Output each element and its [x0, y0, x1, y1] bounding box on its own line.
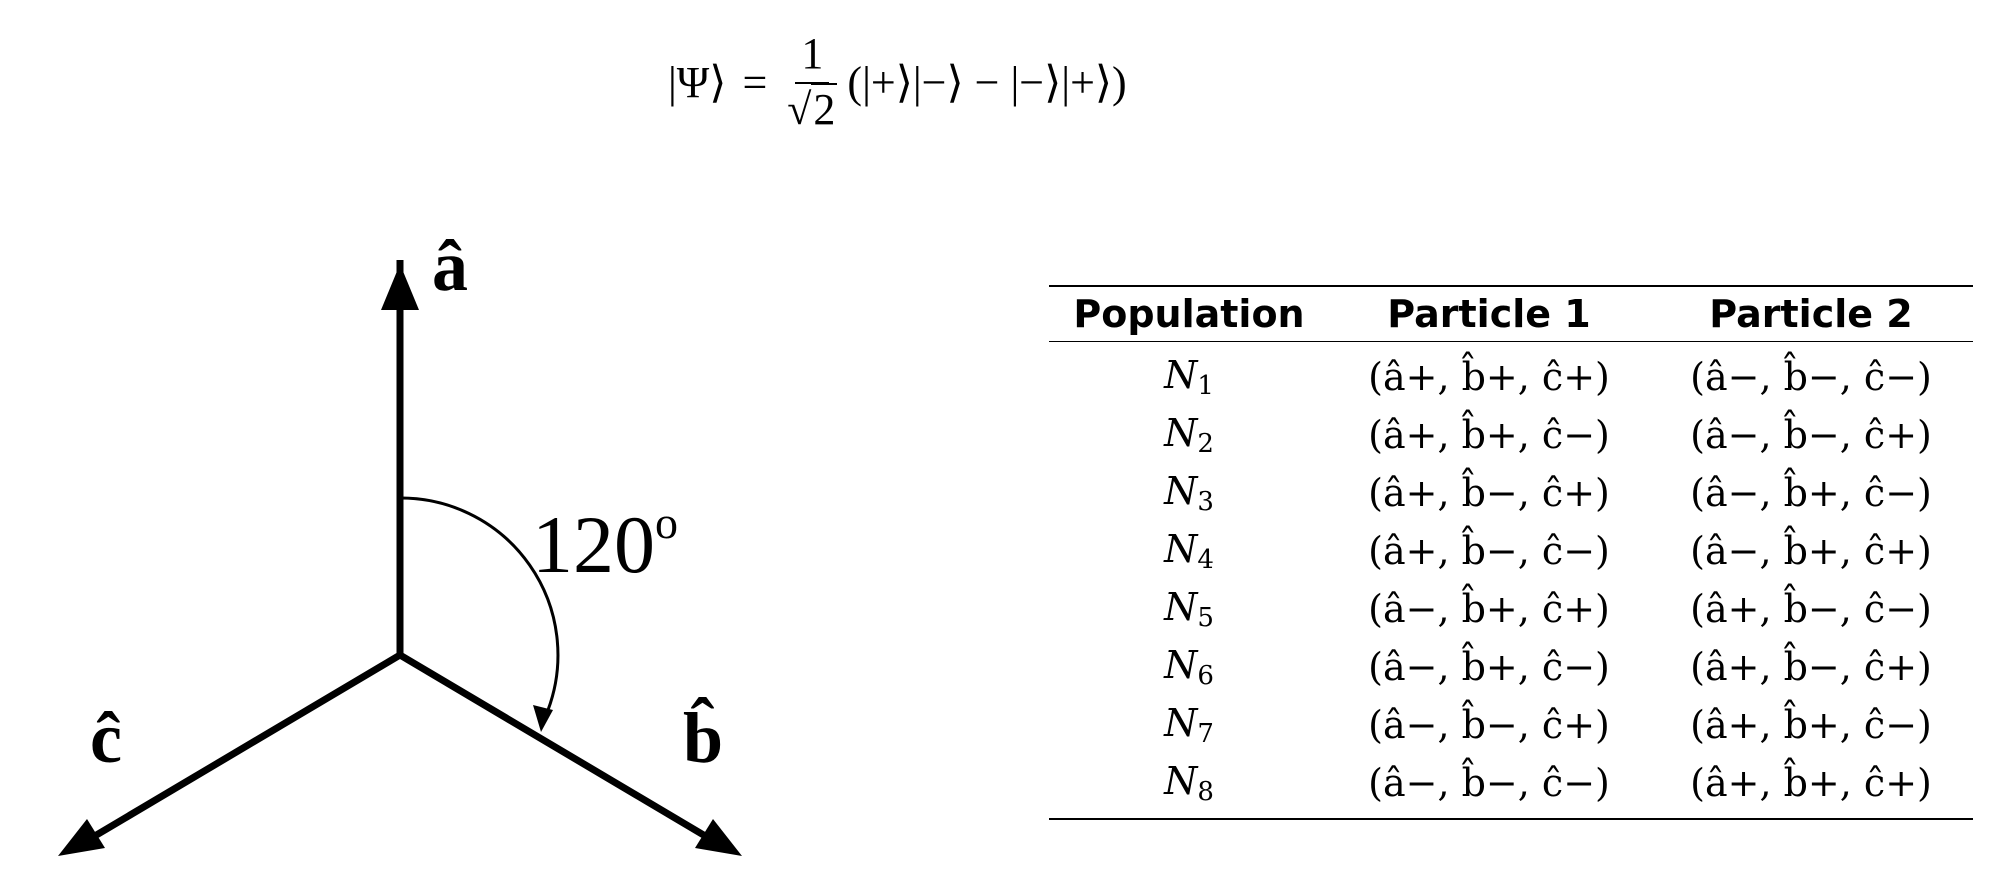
equation-rhs: (|+⟩|−⟩ − |−⟩|+⟩) — [847, 57, 1127, 107]
population-cell: N6 — [1049, 638, 1329, 696]
angle-value: 120 — [532, 499, 655, 590]
axis-a-arrowhead — [381, 264, 419, 310]
equation-denominator: √2 — [787, 83, 838, 134]
population-cell: N1 — [1049, 342, 1329, 407]
equation-fraction: 1 √2 — [787, 32, 838, 134]
axis-c-line — [86, 651, 402, 844]
particle-1-cell: (â+, b̂+, ĉ−) — [1368, 413, 1610, 457]
particle-2-cell: (â−, b̂+, ĉ+) — [1690, 529, 1932, 573]
angle-label: 120o — [532, 497, 678, 590]
table-row: N1 (â+, b̂+, ĉ+) (â−, b̂−, ĉ−) — [1049, 342, 1973, 407]
population-index: 7 — [1197, 719, 1214, 749]
particle-1-cell: (â−, b̂+, ĉ+) — [1368, 587, 1610, 631]
particle-2-cell: (â−, b̂−, ĉ+) — [1690, 413, 1932, 457]
population-symbol: N — [1164, 585, 1198, 629]
table-header-row: Population Particle 1 Particle 2 — [1049, 286, 1973, 342]
equation-numerator: 1 — [795, 32, 830, 84]
axis-b-label: b̂ — [683, 697, 723, 778]
header-particle-1: Particle 1 — [1329, 286, 1649, 342]
population-symbol: N — [1164, 701, 1198, 745]
particle-1-cell: (â+, b̂−, ĉ+) — [1368, 471, 1610, 515]
header-population: Population — [1049, 286, 1329, 342]
particle-2-cell: (â+, b̂+, ĉ+) — [1690, 761, 1932, 805]
population-cell: N3 — [1049, 464, 1329, 522]
population-index: 1 — [1197, 371, 1214, 401]
angle-arc — [399, 496, 560, 711]
population-symbol: N — [1164, 643, 1198, 687]
population-table: Population Particle 1 Particle 2 N1(â+, … — [1049, 285, 1973, 820]
particle-2-cell: (â−, b̂+, ĉ−) — [1690, 471, 1932, 515]
population-cell: N7 — [1049, 696, 1329, 754]
sqrt-symbol: √ — [787, 85, 812, 134]
population-symbol: N — [1164, 759, 1198, 803]
particle-1-cell: (â−, b̂−, ĉ−) — [1368, 761, 1610, 805]
particle-1-cell: (â−, b̂−, ĉ+) — [1368, 703, 1610, 747]
particle-2-cell: (â+, b̂−, ĉ+) — [1690, 645, 1932, 689]
state-equation: |Ψ⟩ = 1 √2 (|+⟩|−⟩ − |−⟩|+⟩) — [668, 22, 1127, 142]
table-row: N3 (â+, b̂−, ĉ+) (â−, b̂+, ĉ−) — [1049, 464, 1973, 522]
table-row: N6 (â−, b̂+, ĉ−) (â+, b̂−, ĉ+) — [1049, 638, 1973, 696]
particle-1-cell: (â+, b̂−, ĉ−) — [1368, 529, 1610, 573]
angle-arc-arrowhead — [533, 705, 553, 732]
population-index: 3 — [1197, 487, 1214, 517]
axis-c-arrowhead — [58, 819, 105, 856]
table-row: N8 (â−, b̂−, ĉ−) (â+, b̂+, ĉ+) — [1049, 754, 1973, 819]
population-cell: N4 — [1049, 522, 1329, 580]
axis-b-line — [398, 651, 714, 844]
table-row: N4 (â+, b̂−, ĉ−) (â−, b̂+, ĉ+) — [1049, 522, 1973, 580]
population-symbol: N — [1164, 353, 1198, 397]
angle-degree-mark: o — [655, 497, 678, 548]
population-index: 5 — [1197, 603, 1214, 633]
axis-b-arrowhead — [695, 819, 742, 856]
table-body: N1(â+, b̂+, ĉ+)(â−, b̂−, ĉ−)N2(â+, b̂+, … — [1049, 342, 1973, 820]
particle-2-cell: (â−, b̂−, ĉ−) — [1690, 355, 1932, 399]
population-symbol: N — [1164, 469, 1198, 513]
axis-a-label: â — [432, 226, 468, 306]
equation-lhs: |Ψ⟩ — [668, 57, 727, 107]
population-index: 4 — [1197, 545, 1214, 575]
axis-c-label: ĉ — [90, 698, 122, 778]
particle-1-cell: (â+, b̂+, ĉ+) — [1368, 355, 1610, 399]
table-row: N7 (â−, b̂−, ĉ+) (â+, b̂+, ĉ−) — [1049, 696, 1973, 754]
particle-1-cell: (â−, b̂+, ĉ−) — [1368, 645, 1610, 689]
population-symbol: N — [1164, 527, 1198, 571]
population-cell: N5 — [1049, 580, 1329, 638]
axes-diagram: â b̂ ĉ 120o — [58, 226, 742, 856]
population-index: 6 — [1197, 661, 1214, 691]
header-particle-2: Particle 2 — [1649, 286, 1973, 342]
population-index: 2 — [1197, 429, 1214, 459]
sqrt-radicand: 2 — [811, 83, 838, 134]
population-index: 8 — [1197, 777, 1214, 807]
equation-equals-sign: = — [742, 57, 768, 107]
table-row: N5 (â−, b̂+, ĉ+) (â+, b̂−, ĉ−) — [1049, 580, 1973, 638]
population-symbol: N — [1164, 411, 1198, 455]
particle-2-cell: (â+, b̂+, ĉ−) — [1690, 703, 1932, 747]
particle-2-cell: (â+, b̂−, ĉ−) — [1690, 587, 1932, 631]
population-cell: N8 — [1049, 754, 1329, 819]
table-row: N2 (â+, b̂+, ĉ−) (â−, b̂−, ĉ+) — [1049, 406, 1973, 464]
population-cell: N2 — [1049, 406, 1329, 464]
